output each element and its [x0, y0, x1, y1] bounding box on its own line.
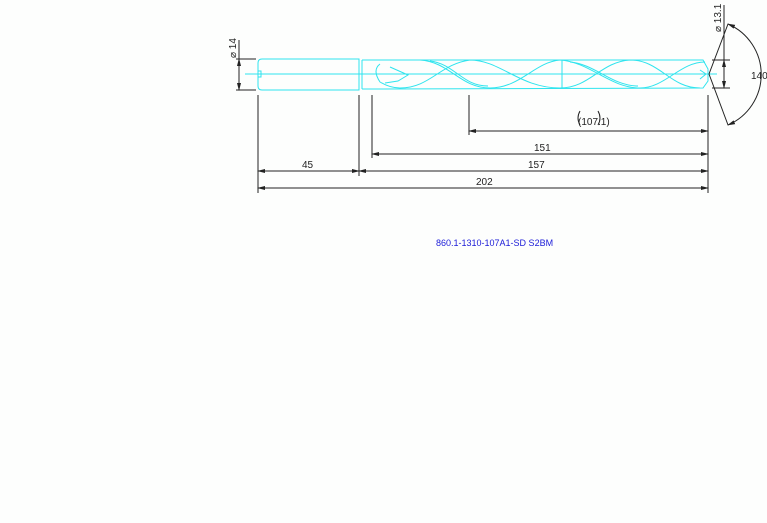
tip-diameter-text: ⌀ 13.1 [713, 3, 724, 32]
helix-3 [429, 60, 639, 87]
point-angle-line-bottom [708, 73, 729, 126]
usable-length-text: 151 [534, 143, 551, 154]
shank [257, 58, 360, 91]
point-angle-line-top [708, 23, 729, 75]
reference-parentheses [577, 110, 601, 126]
point-angle-text: 140° [751, 71, 767, 82]
part-number: 860.1-1310-107A1-SD S2BM [436, 238, 553, 248]
point-angle-arc [727, 23, 762, 126]
flute-length-text: (107.1) [578, 117, 610, 128]
tip-detail [699, 69, 707, 80]
dimension-lines [237, 23, 762, 190]
body-length-text: 157 [528, 160, 545, 171]
drill-outline [245, 58, 717, 91]
body [361, 59, 709, 90]
shank-diameter-text: ⌀ 14 [228, 38, 239, 58]
flute-start [375, 63, 410, 89]
helix-2 [419, 59, 706, 89]
overall-length-text: 202 [476, 177, 493, 188]
shank-flat [257, 70, 262, 78]
shank-length-text: 45 [302, 160, 314, 171]
